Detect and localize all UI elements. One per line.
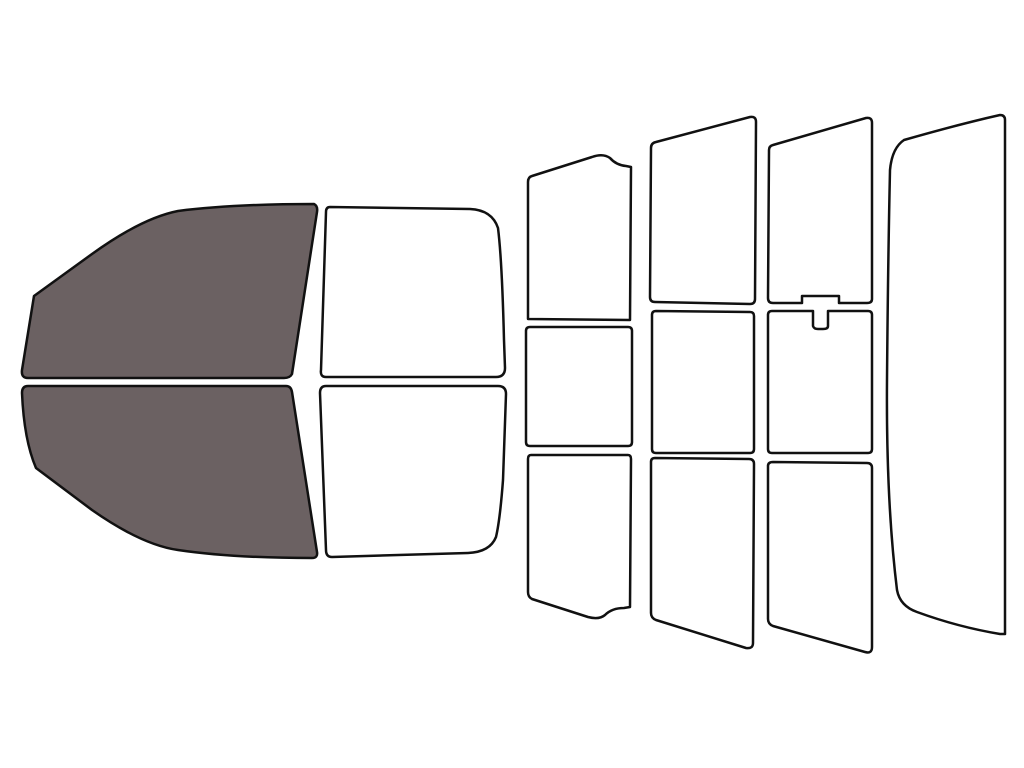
passenger-rear-door-window[interactable] [318,384,508,559]
back-window-right-bottom[interactable] [766,460,874,654]
back-window-right-top[interactable] [766,116,874,305]
passenger-front-door-window[interactable] [20,384,319,560]
driver-front-door-window[interactable] [20,202,319,380]
rear-quarter-window-top[interactable] [526,154,633,322]
back-window-left-middle[interactable] [650,309,756,455]
back-window-left-top[interactable] [648,115,758,306]
driver-rear-door-window[interactable] [319,205,507,379]
back-window-left-bottom[interactable] [649,456,756,650]
rear-quarter-window-middle[interactable] [524,325,634,448]
windshield[interactable] [885,113,1007,636]
rear-quarter-window-bottom[interactable] [526,453,633,620]
back-window-right-middle[interactable] [766,309,874,455]
